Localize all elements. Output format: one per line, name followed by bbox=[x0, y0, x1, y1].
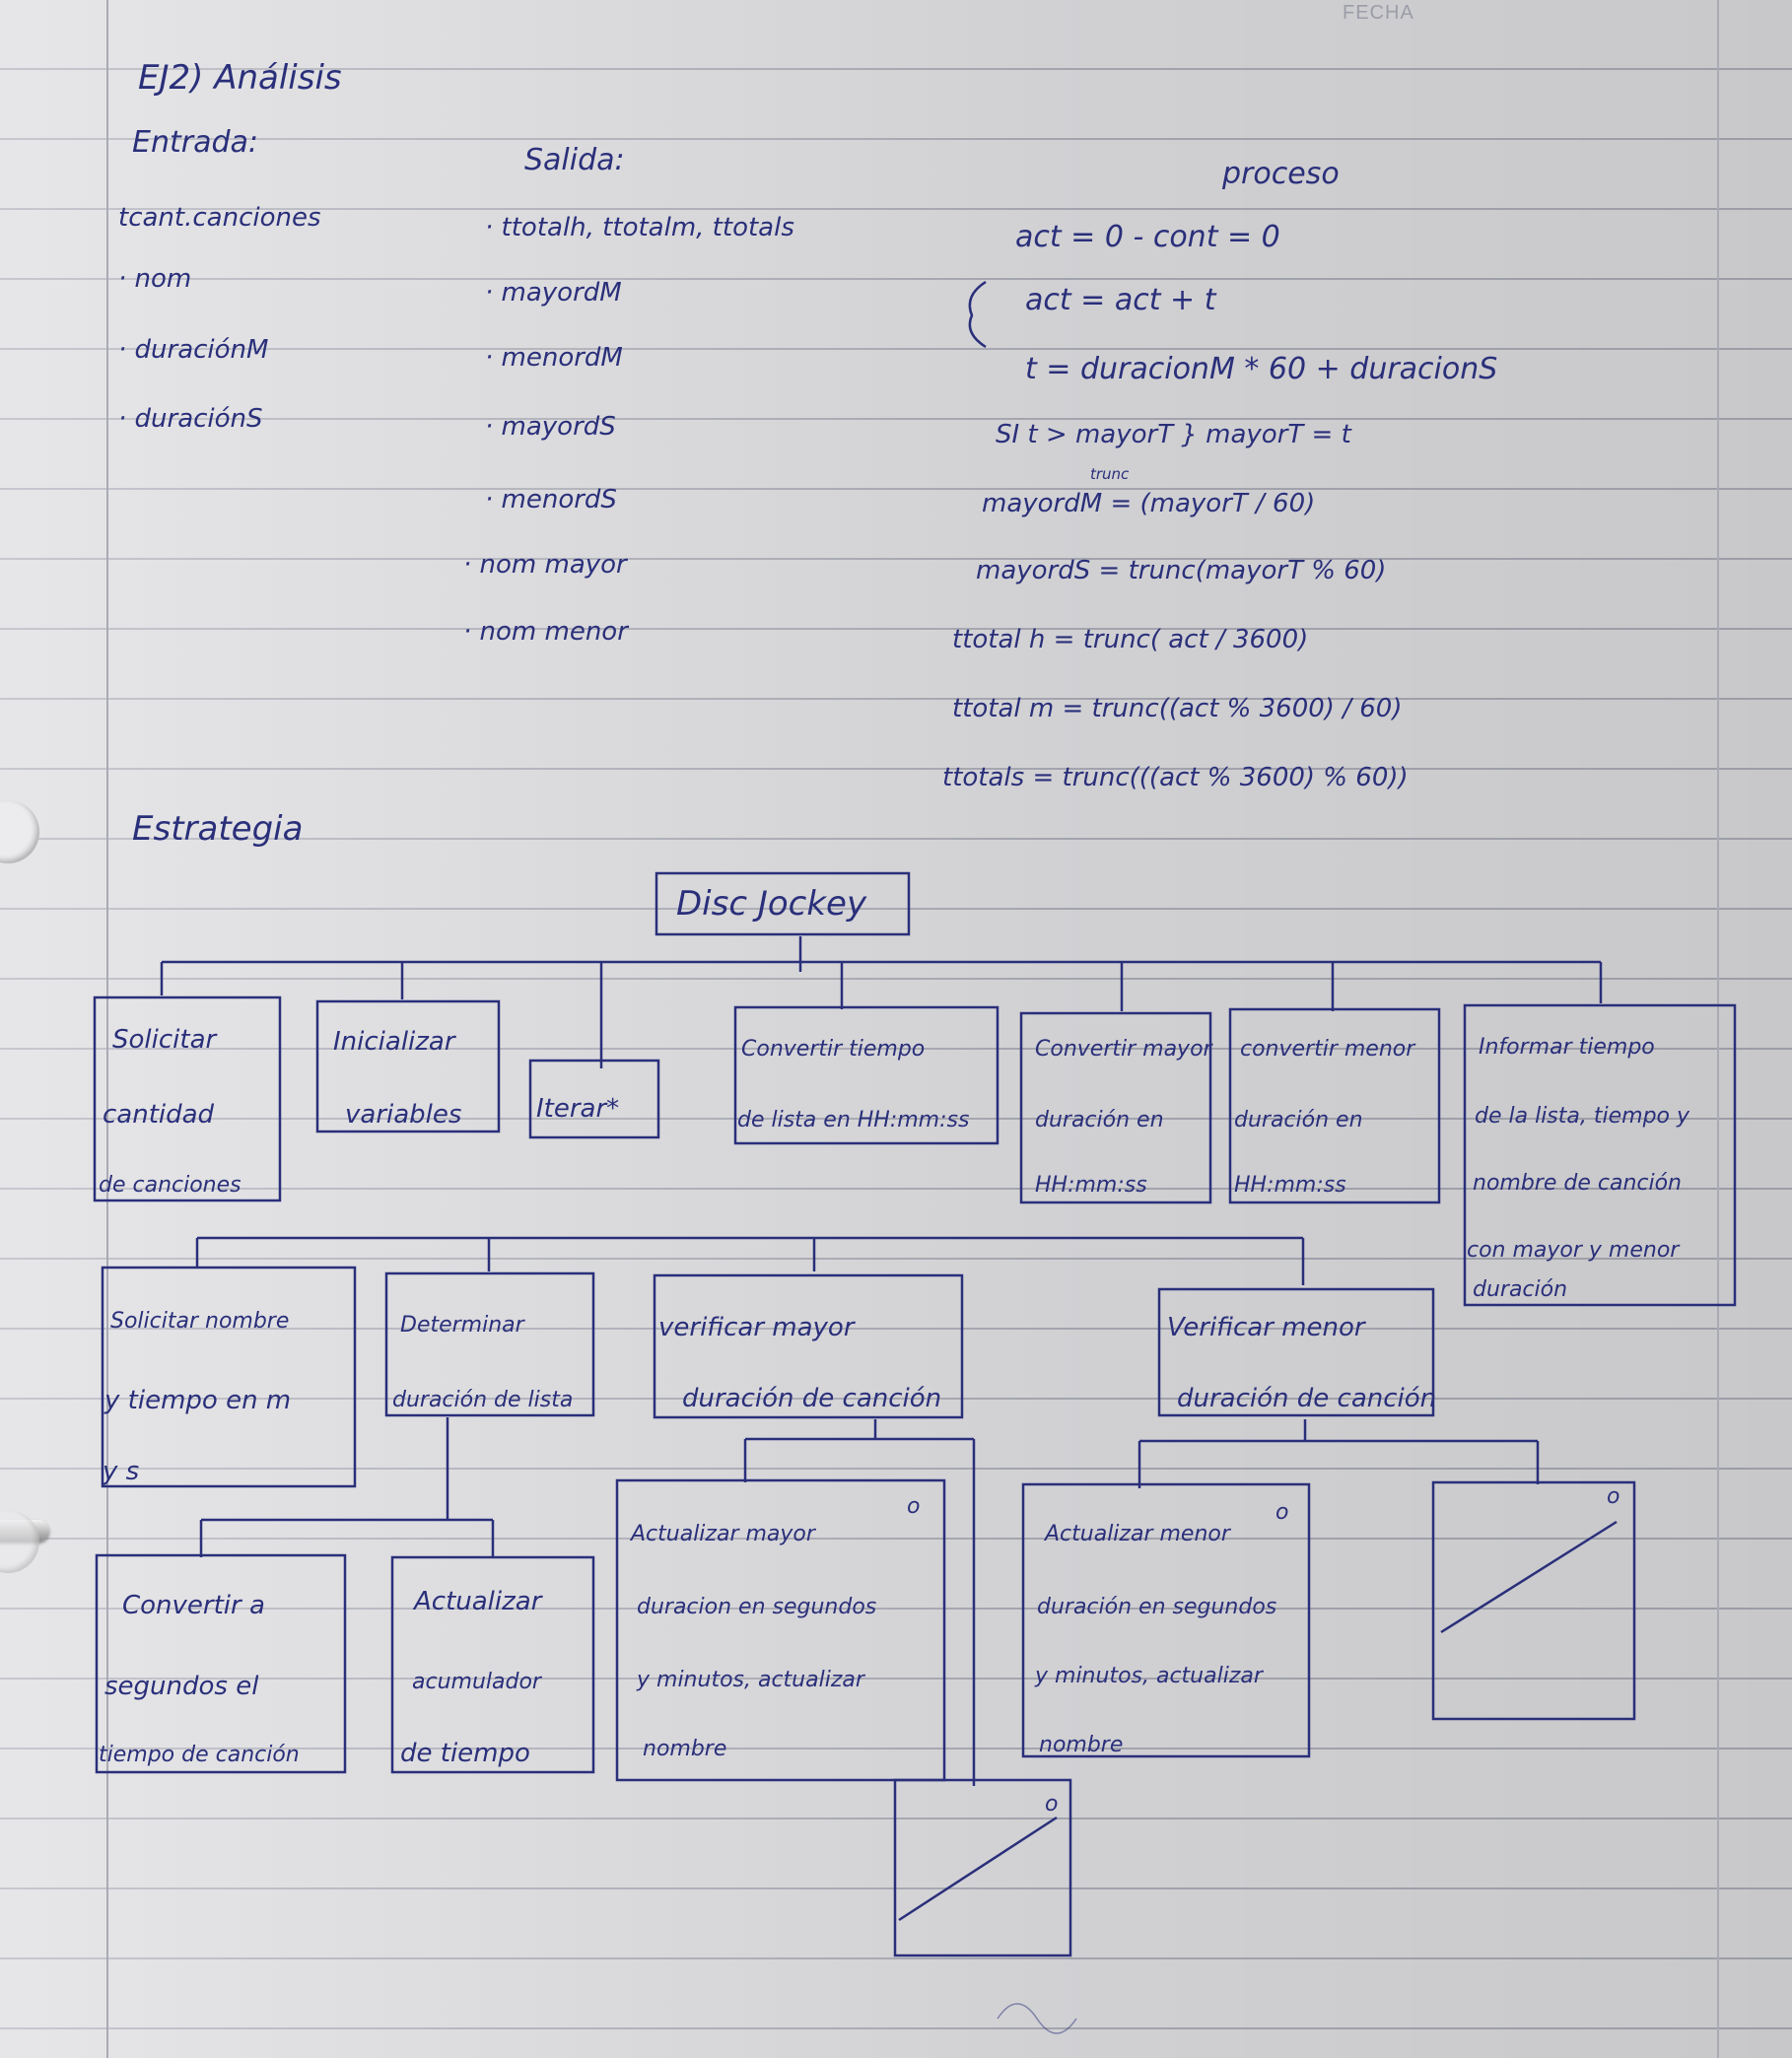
root-box bbox=[655, 871, 911, 936]
right-margin-line bbox=[1717, 0, 1719, 2058]
l2-text: Solicitar nombre bbox=[110, 1309, 290, 1334]
l3-text: nombre bbox=[1039, 1733, 1124, 1757]
l3-text: Actualizar bbox=[414, 1587, 542, 1616]
proceso-line: act = 0 - cont = 0 bbox=[1015, 220, 1280, 254]
salida-item: · menordS bbox=[485, 485, 617, 514]
l1-text: Inicializar bbox=[333, 1027, 455, 1057]
selection-mark: o bbox=[1275, 1500, 1289, 1525]
proceso-line: t = duracionM * 60 + duracionS bbox=[1025, 352, 1498, 386]
entrada-label: Entrada: bbox=[132, 125, 258, 160]
l3-text: Actualizar mayor bbox=[631, 1522, 815, 1546]
l1-box-solicitar-cantidad bbox=[93, 995, 282, 1202]
l2-text: verificar mayor bbox=[658, 1313, 855, 1342]
l3-text: segundos el bbox=[104, 1672, 259, 1701]
salida-item: · menordM bbox=[485, 343, 623, 373]
l3-text: Actualizar menor bbox=[1045, 1522, 1230, 1546]
l1-text: Convertir mayor bbox=[1035, 1037, 1212, 1062]
l1-box-convertir-menor bbox=[1228, 1007, 1441, 1204]
l1-text: Solicitar bbox=[112, 1025, 217, 1055]
l1-text: Informar tiempo bbox=[1479, 1035, 1655, 1060]
proceso-line: act = act + t bbox=[1025, 283, 1216, 317]
l3-text: tiempo de canción bbox=[99, 1743, 300, 1767]
l1-text: nombre de canción bbox=[1473, 1171, 1682, 1196]
entrada-item: tcant.canciones bbox=[118, 203, 321, 233]
l3-text: acumulador bbox=[412, 1670, 541, 1694]
page-title: EJ2) Análisis bbox=[138, 58, 342, 98]
l1-box-iterar bbox=[528, 1059, 660, 1139]
l1-text: duración en bbox=[1234, 1108, 1363, 1132]
salida-item: · nom menor bbox=[463, 617, 628, 647]
l3-text: duracion en segundos bbox=[637, 1595, 877, 1619]
l1-text: de la lista, tiempo y bbox=[1475, 1104, 1690, 1129]
l2-text: y tiempo en m bbox=[104, 1386, 292, 1415]
l1-text: cantidad bbox=[103, 1100, 215, 1130]
l1-text: convertir menor bbox=[1240, 1037, 1415, 1062]
salida-item: · mayordM bbox=[485, 278, 622, 308]
l3-box-menor-empty bbox=[1431, 1480, 1636, 1721]
salida-label: Salida: bbox=[524, 143, 625, 177]
l3-box-actualizar-menor bbox=[1021, 1482, 1311, 1758]
salida-item: · ttotalh, ttotalm, ttotals bbox=[485, 213, 794, 242]
left-margin-line bbox=[106, 0, 108, 2058]
selection-mark: o bbox=[1045, 1792, 1059, 1817]
l3-text: de tiempo bbox=[400, 1739, 530, 1768]
l2-text: y s bbox=[103, 1457, 140, 1486]
l3-text: Convertir a bbox=[122, 1591, 265, 1620]
l3-box-actualizar-mayor bbox=[615, 1478, 946, 1782]
l3-text: nombre bbox=[643, 1737, 727, 1761]
l1-text: variables bbox=[345, 1100, 462, 1130]
l1-text: de lista en HH:mm:ss bbox=[737, 1108, 970, 1132]
proceso-line: ttotal m = trunc((act % 3600) / 60) bbox=[952, 694, 1403, 723]
l3-text: y minutos, actualizar bbox=[637, 1668, 864, 1692]
l2-text: Determinar bbox=[400, 1313, 524, 1338]
entrada-item: · duraciónM bbox=[118, 335, 269, 365]
entrada-item: · duraciónS bbox=[118, 404, 263, 434]
l2-box-solicitar-nombre bbox=[101, 1266, 357, 1488]
selection-mark: o bbox=[907, 1494, 921, 1519]
l1-box-inicializar bbox=[315, 999, 501, 1133]
l2-box-determinar bbox=[384, 1271, 595, 1417]
l3-box-actualizar-acumulador bbox=[390, 1555, 595, 1774]
entrada-item: · nom bbox=[118, 264, 192, 294]
salida-item: · mayordS bbox=[485, 412, 616, 442]
l1-box-convertir-lista bbox=[733, 1005, 999, 1145]
l1-box-informar bbox=[1463, 1003, 1737, 1307]
l1-text: duración bbox=[1473, 1277, 1568, 1302]
l2-text: duración de canción bbox=[682, 1384, 942, 1413]
estrategia-label: Estrategia bbox=[132, 809, 304, 849]
l1-text: Iterar* bbox=[536, 1094, 620, 1124]
l1-box-convertir-mayor bbox=[1019, 1011, 1212, 1204]
l2-text: duración de lista bbox=[392, 1388, 574, 1412]
l2-box-verificar-menor bbox=[1157, 1287, 1435, 1417]
date-header-label: FECHA bbox=[1343, 2, 1414, 24]
l2-text: Verificar menor bbox=[1167, 1313, 1365, 1342]
l2-box-verificar-mayor bbox=[653, 1273, 964, 1419]
proceso-line: ttotal h = trunc( act / 3600) bbox=[952, 625, 1309, 654]
l1-text: con mayor y menor bbox=[1467, 1238, 1680, 1263]
l1-text: HH:mm:ss bbox=[1035, 1173, 1147, 1198]
l1-text: HH:mm:ss bbox=[1234, 1173, 1346, 1198]
selection-mark: o bbox=[1607, 1484, 1620, 1509]
root-label: Disc Jockey bbox=[676, 884, 867, 924]
l3-text: y minutos, actualizar bbox=[1035, 1664, 1263, 1688]
l2-text: duración de canción bbox=[1177, 1384, 1437, 1413]
proceso-note: trunc bbox=[1090, 465, 1130, 483]
l1-text: de canciones bbox=[99, 1173, 241, 1198]
proceso-line: mayordM = (mayorT / 60) bbox=[982, 489, 1316, 518]
proceso-line: ttotals = trunc(((act % 3600) % 60)) bbox=[942, 763, 1409, 792]
l3-box-convertir-segundos bbox=[95, 1553, 347, 1774]
l3-text: duración en segundos bbox=[1037, 1595, 1277, 1619]
l1-text: duración en bbox=[1035, 1108, 1164, 1132]
salida-item: · nom mayor bbox=[463, 550, 627, 580]
proceso-label: proceso bbox=[1222, 157, 1340, 191]
proceso-line: SI t > mayorT } mayorT = t bbox=[996, 420, 1351, 449]
l1-text: Convertir tiempo bbox=[741, 1037, 926, 1062]
l3-box-mayor-empty bbox=[893, 1778, 1072, 1957]
proceso-line: mayordS = trunc(mayorT % 60) bbox=[976, 556, 1387, 585]
